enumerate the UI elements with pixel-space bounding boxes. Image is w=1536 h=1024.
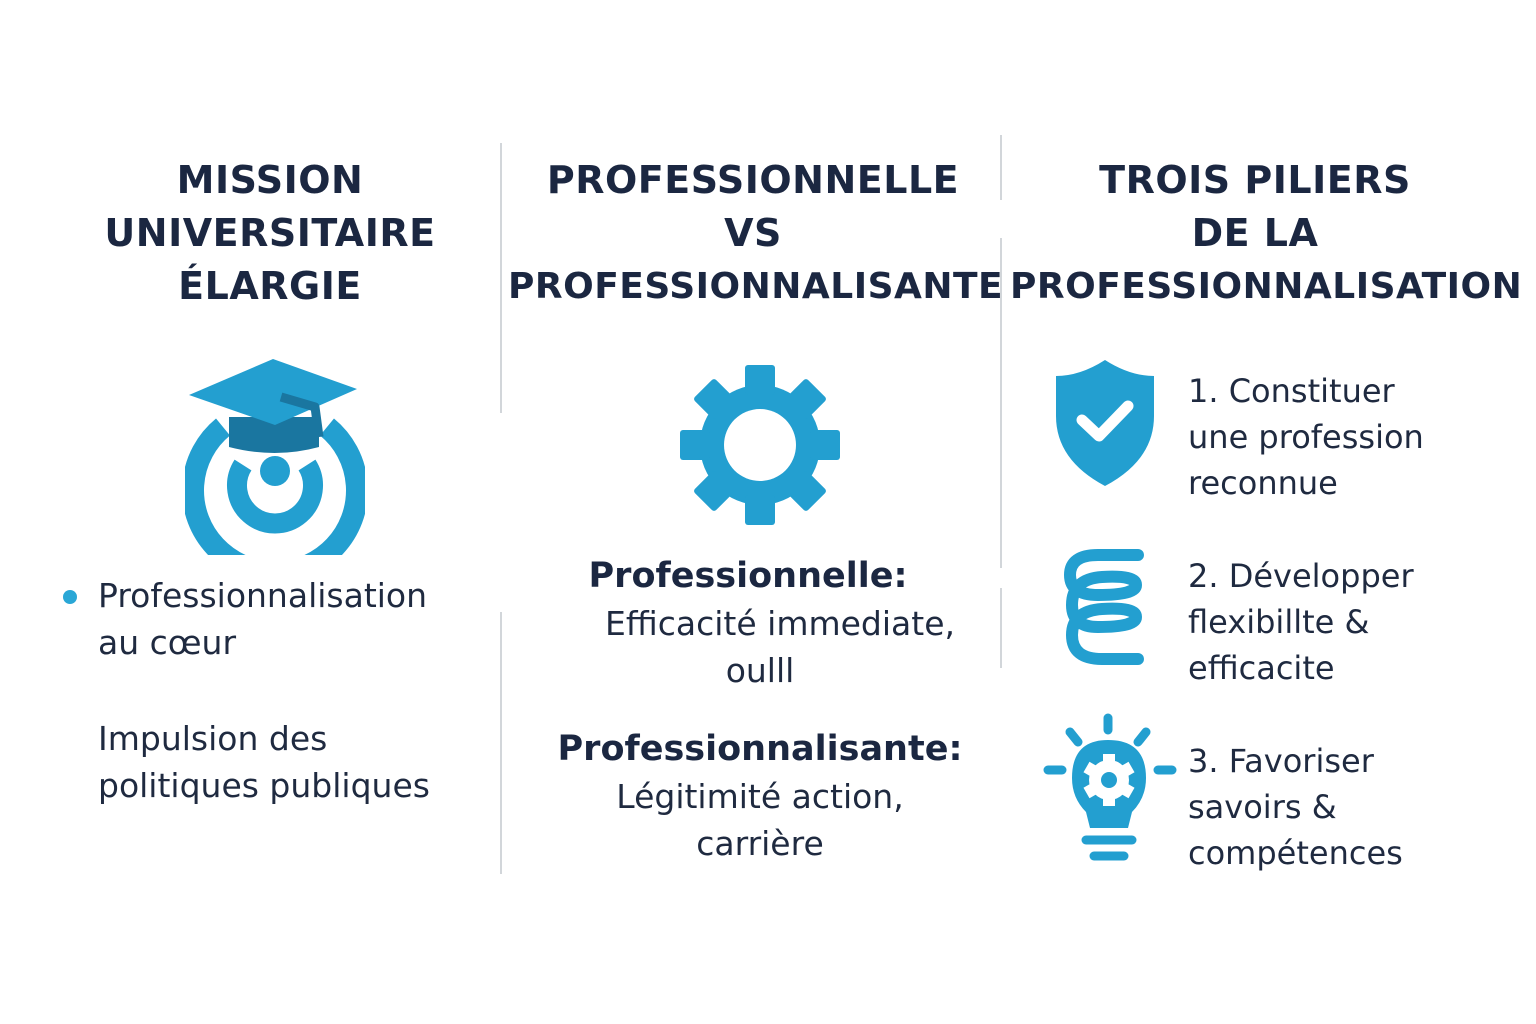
pillar-2-text: 2. Développer flexibillte & efficacite <box>1188 553 1414 691</box>
definition-term: Professionnalisante: <box>557 729 963 769</box>
column-title-professionnelle-vs: PROFESSIONNELLE VS PROFESSIONNALISANTE <box>508 154 1004 313</box>
title-line: UNIVERSITAIRE <box>104 211 436 255</box>
pillar-line: compétences <box>1188 834 1403 872</box>
spring-icon <box>1062 545 1144 670</box>
shield-check-icon <box>1050 358 1160 488</box>
title-line: PROFESSIONNALISATION <box>1010 266 1523 307</box>
pillar-3-text: 3. Favoriser savoirs & compétences <box>1188 738 1403 876</box>
definition-professionnelle: Professionnelle: Efficacité immediate, o… <box>520 553 1000 694</box>
bullet-line: au cœur <box>98 623 237 662</box>
definition-desc: Efficacité immediate, <box>605 604 955 643</box>
column-title-trois-piliers: TROIS PILIERS DE LA PROFESSIONNALISATION <box>1010 154 1523 313</box>
pillar-line: efficacite <box>1188 649 1335 687</box>
pillar-line: une profession <box>1188 418 1424 456</box>
pillar-line: 1. Constituer <box>1188 372 1395 410</box>
title-line: MISSION <box>176 158 364 202</box>
lightbulb-gear-icon <box>1042 712 1178 864</box>
column-divider-left-lower <box>500 612 502 874</box>
bullet-line: Impulsion des <box>98 719 328 758</box>
definition-term: Professionnelle: <box>588 556 908 596</box>
title-line: PROFESSIONNELLE <box>546 158 960 202</box>
title-line: PROFESSIONNALISANTE <box>508 266 1004 307</box>
pillar-line: 3. Favoriser <box>1188 742 1374 780</box>
bullet-dot <box>63 590 77 604</box>
gear-icon <box>678 363 842 527</box>
definition-desc: Légitimité action, <box>616 777 904 816</box>
bullet-professionnalisation: Professionnalisation au cœur <box>98 572 427 666</box>
pillar-line: 2. Développer <box>1188 557 1414 595</box>
bullet-line: politiques publiques <box>98 766 430 805</box>
title-line: DE LA <box>1191 211 1319 255</box>
definition-professionnalisante: Professionnalisante: Légitimité action, … <box>520 726 1000 867</box>
pillar-line: savoirs & <box>1188 788 1337 826</box>
bullet-impulsion: Impulsion des politiques publiques <box>98 715 430 809</box>
title-line: ÉLARGIE <box>178 264 362 308</box>
column-divider-right-lower <box>1000 588 1002 668</box>
column-title-mission: MISSION UNIVERSITAIRE ÉLARGIE <box>70 154 470 313</box>
title-line: VS <box>724 211 782 255</box>
definition-desc: carrière <box>696 824 824 863</box>
graduation-cap-target-icon <box>182 355 368 584</box>
pillar-1-text: 1. Constituer une profession reconnue <box>1188 368 1424 506</box>
column-divider-left <box>500 143 502 413</box>
column-divider-right-mid <box>1000 238 1002 568</box>
column-divider-right <box>1000 135 1002 200</box>
pillar-line: flexibillte & <box>1188 603 1370 641</box>
pillar-line: reconnue <box>1188 464 1338 502</box>
bullet-line: Professionnalisation <box>98 576 428 615</box>
definition-desc: oulll <box>725 651 795 690</box>
title-line: TROIS PILIERS <box>1099 158 1411 202</box>
